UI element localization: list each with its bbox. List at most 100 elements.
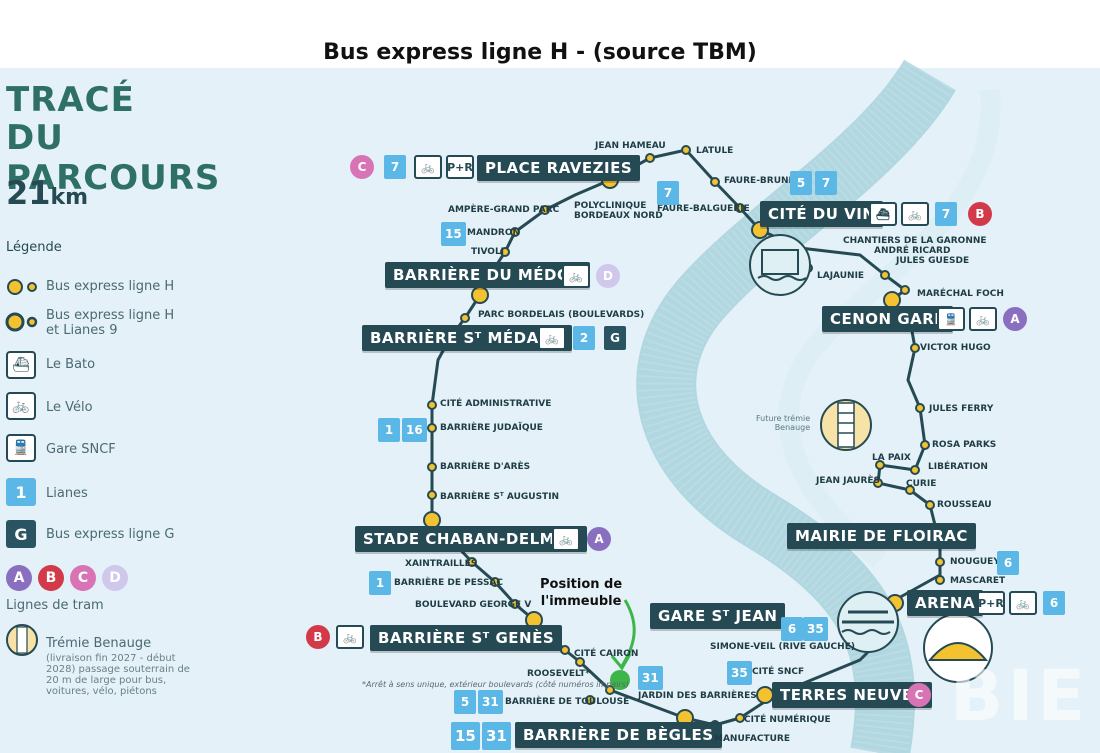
legend-item-g: G bbox=[6, 519, 36, 549]
stop-rosa-parks: ROSA PARKS bbox=[932, 440, 997, 450]
legend-stop-dots-ringed-icon bbox=[5, 312, 38, 332]
lianes-31-badge: 31 bbox=[482, 722, 511, 750]
building-position-label: Position de l'immeuble bbox=[540, 577, 623, 609]
bike-icon: 🚲 bbox=[6, 392, 36, 420]
tram-d-badge: D bbox=[596, 264, 620, 288]
station-arena: ARENA bbox=[907, 590, 984, 616]
bus-g-badge: G bbox=[604, 326, 626, 350]
stop-dot bbox=[873, 478, 883, 488]
stop-dot-main bbox=[471, 286, 489, 304]
stop-latule: LATULE bbox=[696, 146, 734, 156]
station-mairie-floirac: MAIRIE DE FLOIRAC bbox=[787, 523, 976, 549]
stop-dot bbox=[467, 557, 477, 567]
stop-rousseau: ROUSSEAU bbox=[937, 500, 992, 510]
station-barriere-begles: BARRIÈRE DE BÈGLES bbox=[515, 722, 722, 748]
bike-icon: 🚲 bbox=[1009, 591, 1037, 615]
stop-dot bbox=[605, 685, 615, 695]
position-arrow-head bbox=[610, 653, 632, 671]
legend-label-bato: Le Bato bbox=[46, 357, 96, 372]
legend-stop-dots-icon bbox=[7, 279, 37, 295]
stop-dot bbox=[681, 145, 691, 155]
stop-dot bbox=[935, 557, 945, 567]
legend-label-velo: Le Vélo bbox=[46, 400, 93, 415]
cite-vin-pictogram bbox=[749, 234, 811, 296]
lianes-5-badge: 5 bbox=[454, 690, 476, 714]
small-stops bbox=[427, 145, 945, 730]
stop-mandron: MANDRON bbox=[467, 228, 521, 238]
stop-dot bbox=[560, 645, 570, 655]
lianes-31-badge: 31 bbox=[478, 690, 503, 714]
legend-label-bus-h-lianes: Bus express ligne H et Lianes 9 bbox=[46, 308, 175, 338]
park-ride-icon: P+R bbox=[446, 155, 474, 179]
stop-faure-brunet: FAURE-BRUNET bbox=[724, 176, 801, 186]
stop-dot bbox=[490, 577, 500, 587]
stop-cite-admin: CITÉ ADMINISTRATIVE bbox=[440, 399, 552, 409]
legend-item-bato: ⛴ bbox=[6, 350, 36, 380]
stop-barriere-pessac: BARRIÈRE DE PESSAC bbox=[394, 578, 504, 588]
lianes-7-badge: 7 bbox=[935, 202, 957, 226]
stop-xaintrailles: XAINTRAILLES bbox=[405, 559, 478, 569]
lianes-6-badge: 6 bbox=[1043, 591, 1065, 615]
stop-jules-ferry: JULES FERRY bbox=[929, 404, 994, 414]
bike-icon: 🚲 bbox=[336, 625, 364, 649]
lianes-15-badge: 15 bbox=[441, 222, 466, 246]
lianes-7-badge: 7 bbox=[384, 155, 406, 179]
lianes-15-badge: 15 bbox=[451, 722, 480, 750]
station-barriere-genes: BARRIÈRE Sᵀ GENÈS bbox=[370, 625, 563, 651]
train-icon: 🚆 bbox=[6, 434, 36, 462]
stop-dot bbox=[427, 400, 437, 410]
stop-dot-main bbox=[756, 686, 774, 704]
train-icon: 🚆 bbox=[937, 307, 965, 331]
lianes-7-badge: 7 bbox=[657, 181, 679, 205]
legend-label-g: Bus express ligne G bbox=[46, 527, 175, 542]
stop-roosevelt: ROOSEVELT* bbox=[527, 669, 591, 679]
stop-jean-hameau: JEAN HAMEAU bbox=[595, 141, 666, 151]
stop-dot bbox=[915, 403, 925, 413]
lianes-2-badge: 2 bbox=[573, 326, 595, 350]
stop-boulevard-george: BOULEVARD GEORGE V bbox=[415, 600, 532, 610]
stop-cite-sncf: CITÉ SNCF bbox=[752, 667, 805, 677]
watermark-logo: BIE bbox=[950, 655, 1090, 737]
bus-route-line bbox=[430, 148, 942, 727]
station-stade-chaban: STADE CHABAN-DELMAS bbox=[355, 526, 587, 552]
stop-dot bbox=[585, 695, 595, 705]
station-terres-neuves: TERRES NEUVES bbox=[772, 682, 932, 708]
stop-manufacture: MANUFACTURE bbox=[714, 734, 790, 744]
stop-dot bbox=[735, 203, 745, 213]
boat-icon: ⛴ bbox=[6, 351, 36, 379]
lianes-16-badge: 16 bbox=[402, 418, 427, 442]
building-position-marker bbox=[610, 670, 630, 690]
park-ride-icon: P+R bbox=[977, 591, 1005, 615]
bike-icon: 🚲 bbox=[901, 202, 929, 226]
stop-dot bbox=[510, 599, 520, 609]
stop-dot bbox=[905, 485, 915, 495]
lianes-31-badge: 31 bbox=[638, 666, 663, 690]
stop-dot bbox=[900, 285, 910, 295]
station-barriere-medard: BARRIÈRE Sᵀ MÉDARD bbox=[362, 325, 572, 351]
legend-tremie-icon bbox=[6, 624, 38, 656]
legend-title-line1: TRACÉ bbox=[6, 80, 135, 120]
tram-b-badge: B bbox=[968, 202, 992, 226]
station-barriere-medoc: BARRIÈRE DU MÉDOC bbox=[385, 262, 590, 288]
stop-jules-guesde: JULES GUESDE bbox=[896, 256, 970, 266]
distance-unit: km bbox=[50, 185, 89, 210]
tram-c-badge: C bbox=[350, 155, 374, 179]
stop-mascaret: MASCARET bbox=[950, 576, 1006, 586]
station-place-ravezies: PLACE RAVEZIES bbox=[477, 155, 641, 181]
lianes-1-badge: 1 bbox=[369, 571, 391, 595]
stop-liberation: LIBÉRATION bbox=[928, 462, 988, 472]
tram-b-badge: B bbox=[306, 625, 330, 649]
stop-marechal-foch: MARÉCHAL FOCH bbox=[917, 289, 1004, 299]
station-cite-du-vin: CITÉ DU VIN bbox=[760, 201, 884, 227]
lianes-6-badge: 6 bbox=[781, 617, 803, 641]
legend-tram-list: A B C D bbox=[6, 565, 128, 591]
future-tremie-label: Future trémie Benauge bbox=[756, 414, 811, 432]
stop-barriere-augustin: BARRIÈRE Sᵀ AUGUSTIN bbox=[440, 492, 560, 502]
legend-label-gare: Gare SNCF bbox=[46, 442, 116, 457]
stop-ampere: AMPÈRE-GRAND PARC bbox=[448, 205, 560, 215]
lianes-6-badge: 6 bbox=[997, 551, 1019, 575]
legend-heading: Légende bbox=[6, 240, 62, 255]
stop-dot bbox=[925, 500, 935, 510]
stop-barriere-toulouse: BARRIÈRE DE TOULOUSE bbox=[505, 697, 630, 707]
stop-barriere-ares: BARRIÈRE D'ARÈS bbox=[440, 462, 531, 472]
